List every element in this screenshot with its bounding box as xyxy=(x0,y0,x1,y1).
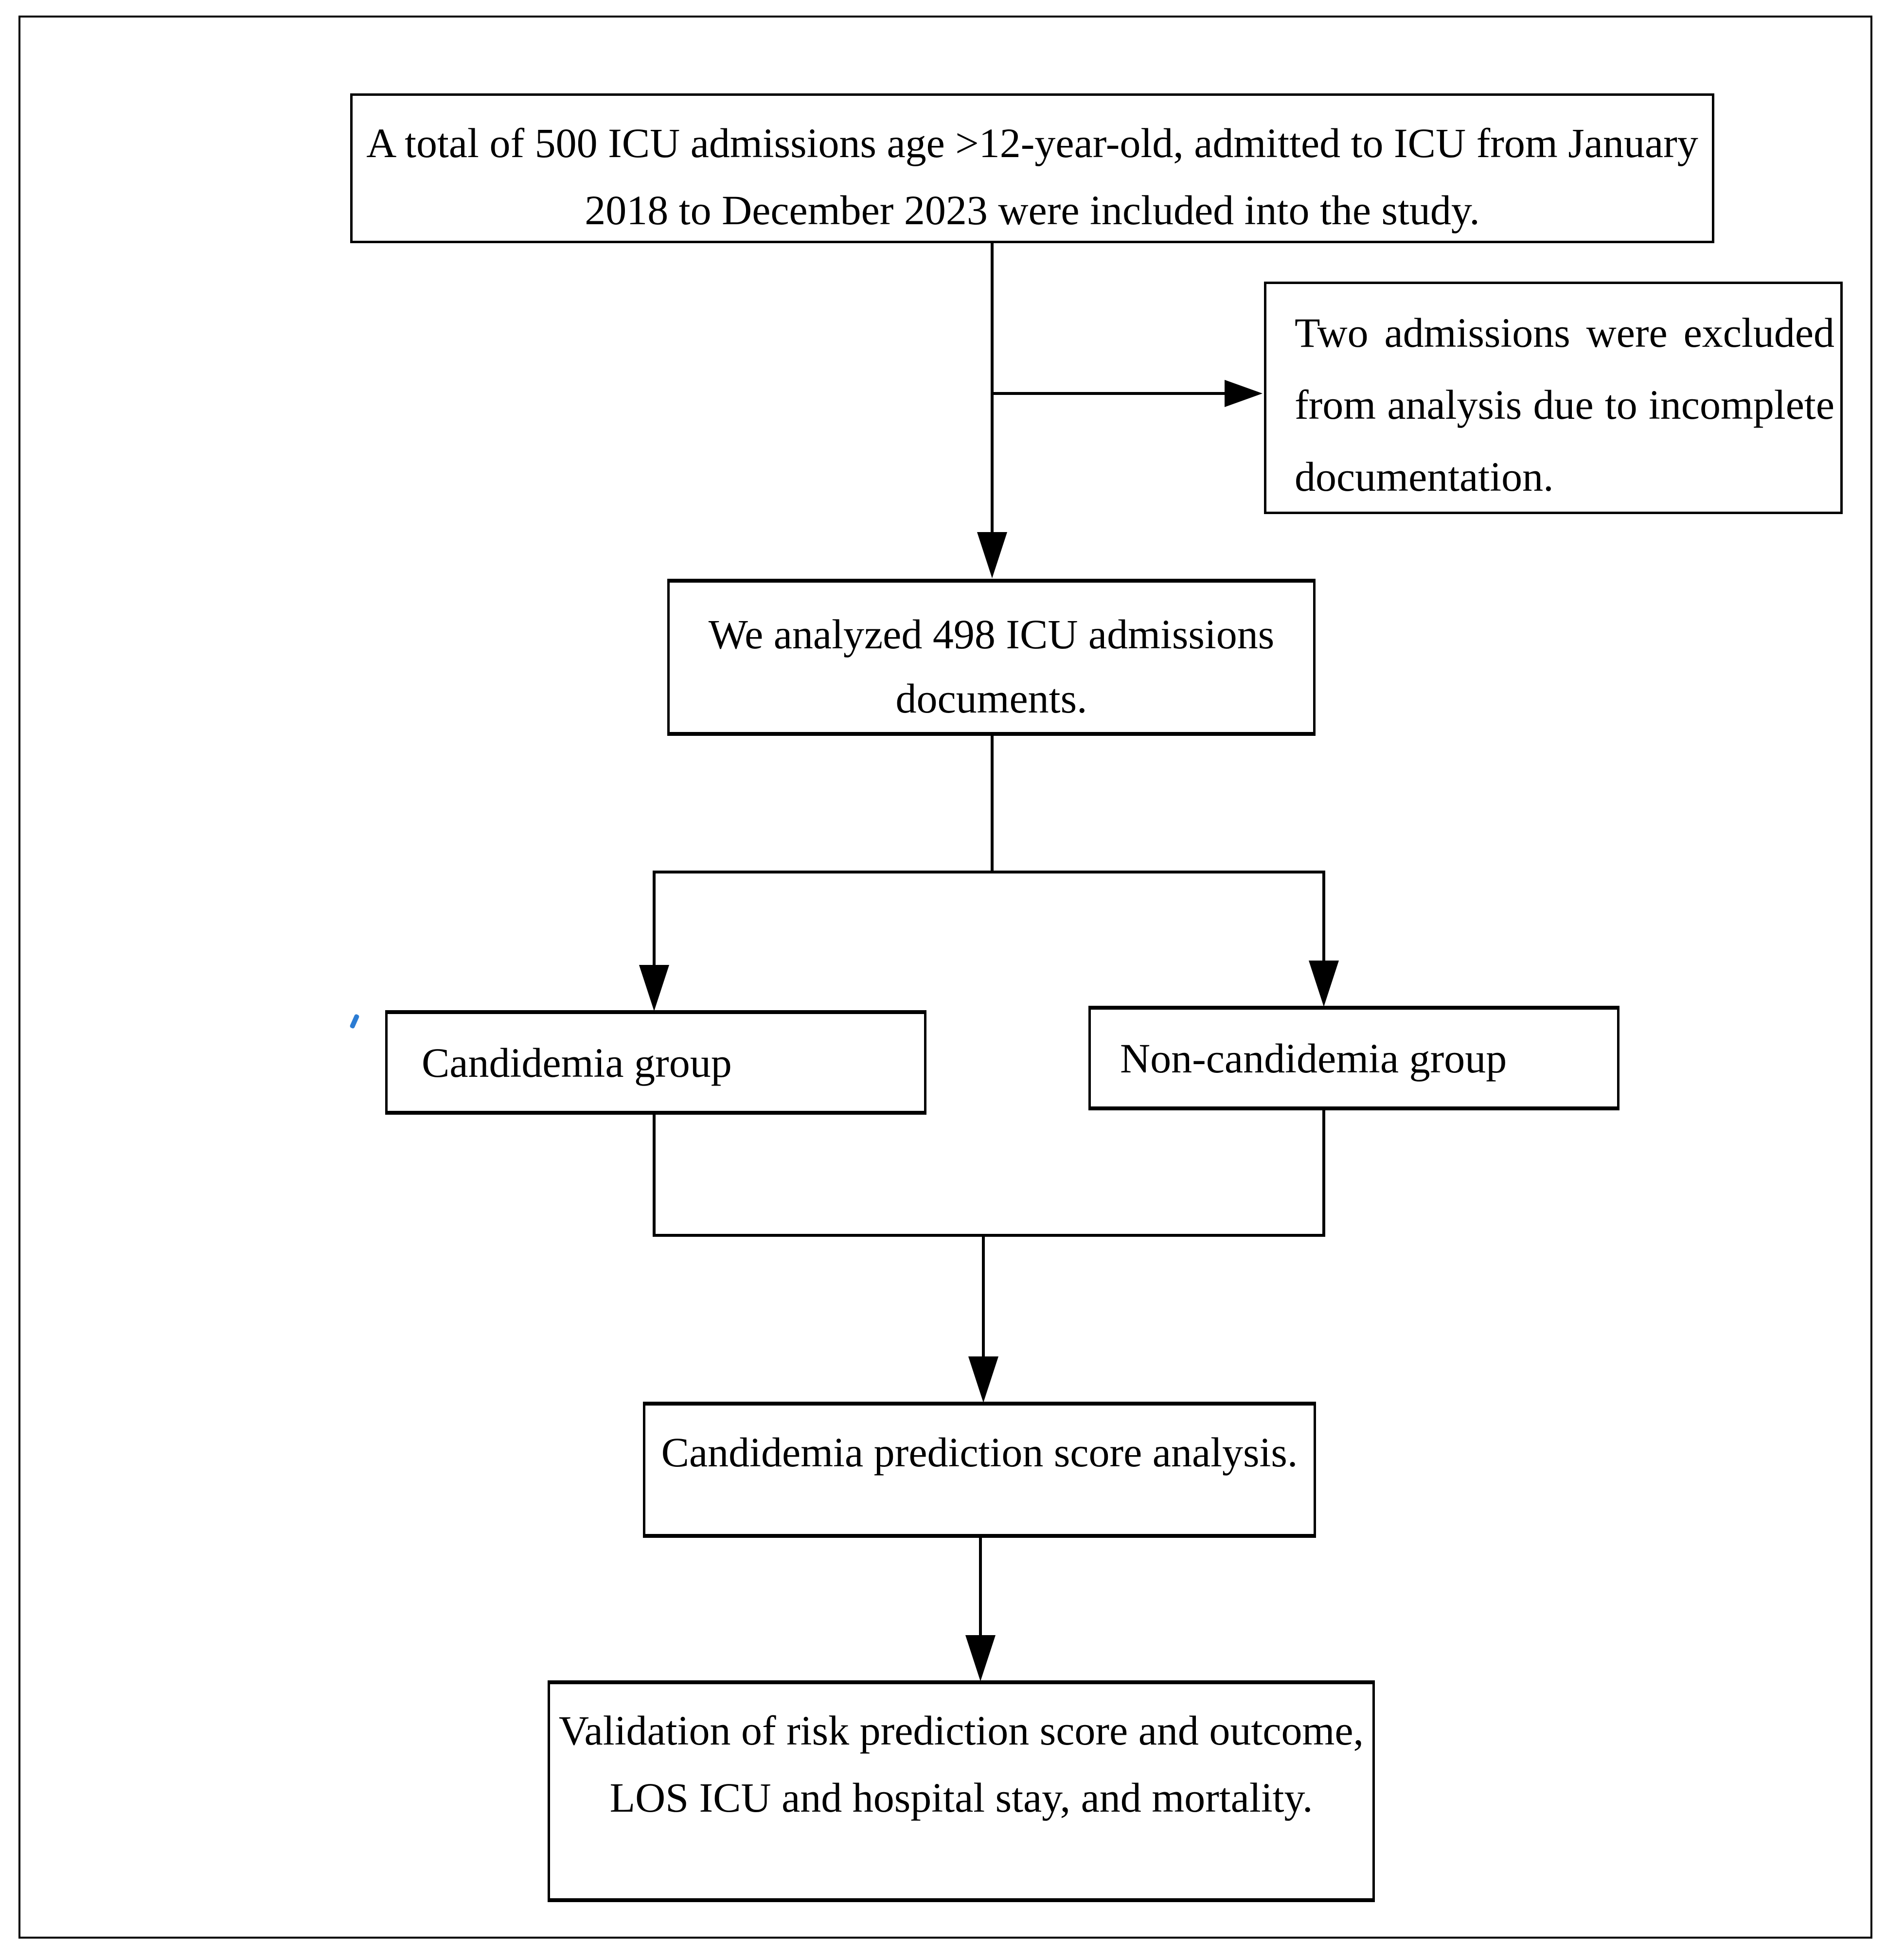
node-total-included: A total of 500 ICU admissions age >12-ye… xyxy=(350,93,1714,243)
node-total-included-line2: 2018 to December 2023 were included into… xyxy=(585,187,1480,233)
connector-split-to-candidemia xyxy=(653,871,656,965)
connector-analyzed-to-split xyxy=(991,736,994,873)
node-analyzed-line1: We analyzed 498 ICU admissions xyxy=(708,611,1275,658)
node-candidemia-group-label: Candidemia group xyxy=(422,1039,732,1086)
node-prediction-score: Candidemia prediction score analysis. xyxy=(643,1402,1316,1538)
node-validation: Validation of risk prediction score and … xyxy=(548,1680,1375,1902)
node-prediction-score-label: Candidemia prediction score analysis. xyxy=(661,1429,1298,1476)
node-excluded-line1: Two admissions were excluded xyxy=(1295,309,1834,356)
node-total-included-line1: A total of 500 ICU admissions age >12-ye… xyxy=(366,120,1698,166)
connector-candidemia-down xyxy=(653,1115,656,1237)
arrowhead-into-excluded-icon xyxy=(1225,380,1263,407)
connector-split-to-non-candidemia xyxy=(1322,871,1325,961)
arrowhead-into-validation-icon xyxy=(965,1635,996,1681)
node-non-candidemia-group-label: Non-candidemia group xyxy=(1120,1034,1507,1082)
arrowhead-into-non-candidemia-icon xyxy=(1309,961,1339,1007)
connector-split-horizontal xyxy=(653,871,1325,873)
node-validation-line2: LOS ICU and hospital stay, and mortality… xyxy=(609,1774,1313,1821)
node-validation-line1: Validation of risk prediction score and … xyxy=(558,1707,1364,1754)
node-candidemia-group: Candidemia group xyxy=(385,1010,926,1115)
connector-merge-to-prediction xyxy=(982,1234,985,1357)
node-excluded: Two admissions were excluded from analys… xyxy=(1264,282,1843,514)
connector-included-to-analyzed xyxy=(991,243,994,535)
arrowhead-into-analyzed-icon xyxy=(977,532,1007,578)
arrowhead-into-prediction-icon xyxy=(968,1356,998,1403)
node-excluded-line2: from analysis due to incomplete xyxy=(1295,381,1834,428)
arrowhead-into-candidemia-icon xyxy=(639,965,669,1011)
connector-non-candidemia-down xyxy=(1322,1110,1325,1237)
node-non-candidemia-group: Non-candidemia group xyxy=(1088,1006,1619,1110)
connector-merge-horizontal xyxy=(653,1234,1325,1237)
connector-branch-to-excluded xyxy=(991,392,1227,395)
connector-prediction-to-validation xyxy=(979,1538,982,1635)
node-excluded-line3: documentation. xyxy=(1295,453,1554,500)
page-border xyxy=(18,16,1872,1939)
node-analyzed-line2: documents. xyxy=(895,675,1087,722)
node-analyzed: We analyzed 498 ICU admissions documents… xyxy=(667,579,1316,736)
